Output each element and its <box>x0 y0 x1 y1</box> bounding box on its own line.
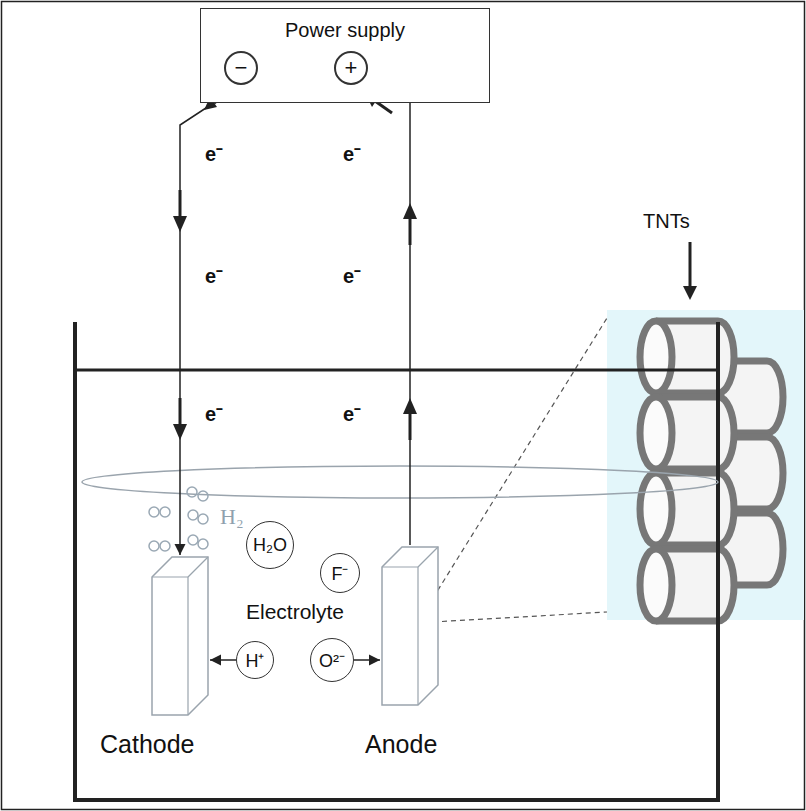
node-text: H⁺ <box>246 648 265 672</box>
electrode-plate <box>380 545 440 707</box>
beaker-rim <box>75 369 718 372</box>
hydrogen-ion: H⁺ <box>236 641 274 679</box>
electron-label: e⁻ <box>343 140 361 167</box>
oxide-ion: O²⁻ <box>310 638 354 682</box>
power-supply-box: Power supply − + <box>200 8 490 103</box>
gas-label: H₂ <box>220 504 244 530</box>
electrode-plate <box>150 555 210 717</box>
node-text: F⁻ <box>332 561 349 585</box>
positive-terminal: + <box>334 51 368 85</box>
zoom-line <box>433 318 607 598</box>
ion-migration-arrow <box>354 655 380 666</box>
node-text: + <box>345 55 358 81</box>
pointer-arrow <box>683 286 697 300</box>
electron-label: e⁻ <box>343 262 361 289</box>
electron-arrows <box>173 90 417 440</box>
beaker <box>75 322 718 800</box>
electrolyte-label: Electrolyte <box>246 600 344 624</box>
node-text: Anode <box>365 730 437 759</box>
node-text: Power supply <box>201 19 489 42</box>
node-text: − <box>235 55 248 81</box>
node-text: H₂O <box>253 535 287 556</box>
electron-label: e⁻ <box>205 140 223 167</box>
inset-panel <box>607 310 804 620</box>
nanotube-drawing <box>640 321 783 621</box>
pointer-arrow <box>689 242 692 288</box>
electron-label: e⁻ <box>205 400 223 427</box>
node-text: O²⁻ <box>319 648 345 672</box>
zoom-line <box>433 612 607 622</box>
electron-label: e⁻ <box>205 262 223 289</box>
node-text: Cathode <box>100 730 195 759</box>
cathode-electrode: Cathode <box>100 555 250 770</box>
water-molecule: H₂O <box>246 521 294 569</box>
wire <box>405 85 416 545</box>
electrolyte-surface <box>82 466 718 498</box>
ion-migration-arrow <box>210 655 236 666</box>
negative-terminal: − <box>224 51 258 85</box>
fluoride-ion: F⁻ <box>320 553 360 593</box>
anode-electrode: Anode <box>355 545 495 770</box>
wire <box>175 85 242 555</box>
hydrogen-bubbles <box>149 487 208 551</box>
electron-label: e⁻ <box>343 400 361 427</box>
inset-title: TNTs <box>643 210 690 233</box>
